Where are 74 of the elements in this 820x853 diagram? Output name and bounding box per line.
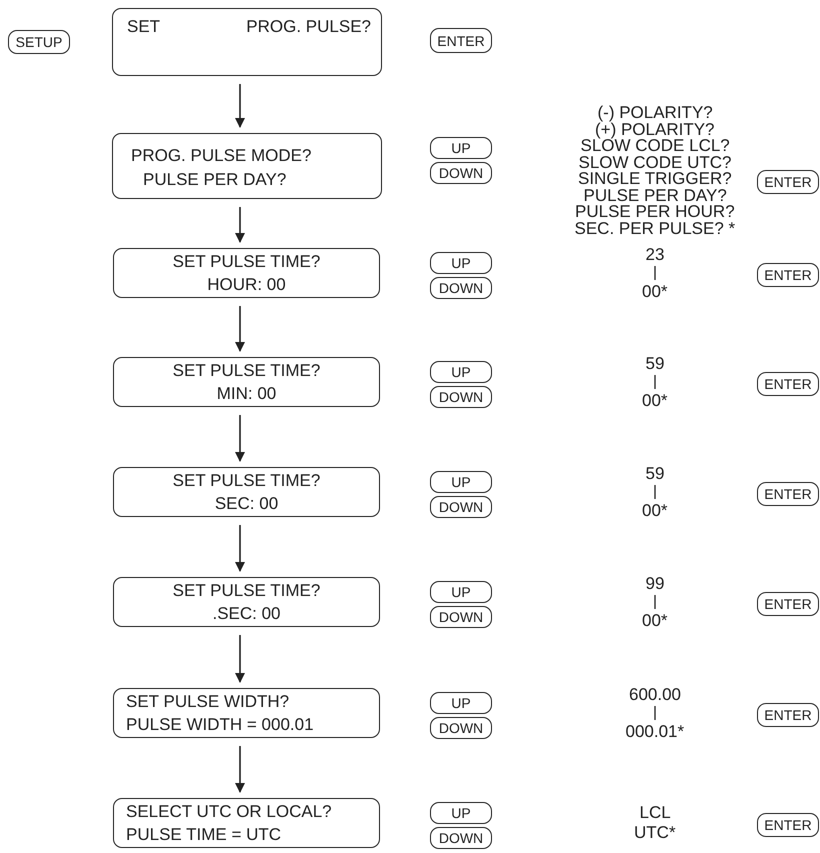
display-screen [113, 577, 380, 627]
option-text: (+) POLARITY? [595, 120, 715, 138]
key-button: UP [430, 802, 492, 824]
option-text: SLOW CODE LCL? [580, 137, 730, 154]
key-button: ENTER [757, 170, 819, 194]
key-button: ENTER [430, 28, 492, 53]
key-button: SETUP [8, 30, 70, 54]
arrow [235, 746, 245, 793]
display-text: HOUR: 00 [206, 275, 287, 295]
display-text: MIN: 00 [216, 384, 278, 404]
display-screen [113, 248, 380, 298]
key-button: DOWN [430, 277, 492, 299]
key-button: DOWN [430, 717, 492, 739]
range-default-value: 000.01* [626, 723, 684, 740]
key-button: DOWN [430, 386, 492, 408]
display-text: SET PULSE TIME? [172, 361, 322, 381]
display-text: SELECT UTC OR LOCAL? [126, 802, 332, 822]
key-button: ENTER [757, 263, 819, 287]
display-text: PROG. PULSE? [246, 17, 371, 37]
display-screen [113, 688, 380, 738]
key-button: ENTER [757, 372, 819, 396]
arrow [235, 525, 245, 572]
option-text: PULSE PER HOUR? [575, 203, 735, 220]
display-text: SEC: 00 [214, 494, 280, 514]
range-default-value: 00* [642, 392, 668, 409]
key-button: UP [430, 471, 492, 493]
display-text: SET PULSE WIDTH? [126, 692, 290, 712]
key-button: UP [430, 361, 492, 383]
key-button: ENTER [757, 813, 819, 837]
key-button: UP [430, 581, 492, 603]
range-default-value: 00* [642, 612, 668, 629]
key-button: UP [430, 692, 492, 714]
display-text: PULSE TIME = UTC [126, 825, 282, 845]
display-text: SET PULSE TIME? [172, 471, 322, 491]
display-screen [113, 798, 380, 848]
display-text: SET PULSE TIME? [172, 252, 322, 272]
display-text: SET [127, 17, 160, 37]
option-text: PULSE PER DAY? [584, 186, 727, 204]
display-text: PROG. PULSE MODE? [131, 146, 312, 166]
display-text: PULSE PER DAY? [143, 170, 286, 190]
option-text: LCL [640, 804, 671, 821]
display-text: .SEC: 00 [211, 604, 282, 624]
key-button: UP [430, 137, 492, 159]
display-screen [113, 357, 380, 407]
key-button: DOWN [430, 162, 492, 184]
key-button: DOWN [430, 606, 492, 628]
display-text: SET PULSE TIME? [172, 581, 322, 601]
range-max-value: 23 [646, 246, 664, 263]
display-screen [113, 467, 380, 517]
arrow [235, 207, 245, 243]
key-button: ENTER [757, 482, 819, 506]
range-max-value: 59 [646, 355, 664, 372]
range-default-value: 00* [642, 283, 668, 300]
display-screen [112, 133, 382, 199]
option-text: SEC. PER PULSE? * [574, 220, 736, 236]
option-text: SINGLE TRIGGER? [578, 170, 732, 187]
display-text: PULSE WIDTH = 000.01 [126, 715, 314, 735]
arrow [235, 306, 245, 352]
option-text: SLOW CODE UTC? [578, 154, 732, 170]
key-button: DOWN [430, 496, 492, 518]
key-button: UP [430, 252, 492, 274]
range-max-value: 59 [646, 465, 664, 482]
key-button: DOWN [430, 827, 492, 849]
key-button: ENTER [757, 703, 819, 727]
key-button: ENTER [757, 592, 819, 616]
display-screen [112, 8, 382, 76]
range-default-value: 00* [642, 502, 668, 519]
option-default-text: UTC* [634, 824, 676, 841]
range-max-value: 600.00 [629, 686, 681, 703]
range-max-value: 99 [646, 575, 664, 592]
option-text: (-) POLARITY? [598, 104, 713, 121]
arrow [235, 635, 245, 683]
arrow [235, 84, 245, 128]
arrow [235, 415, 245, 462]
